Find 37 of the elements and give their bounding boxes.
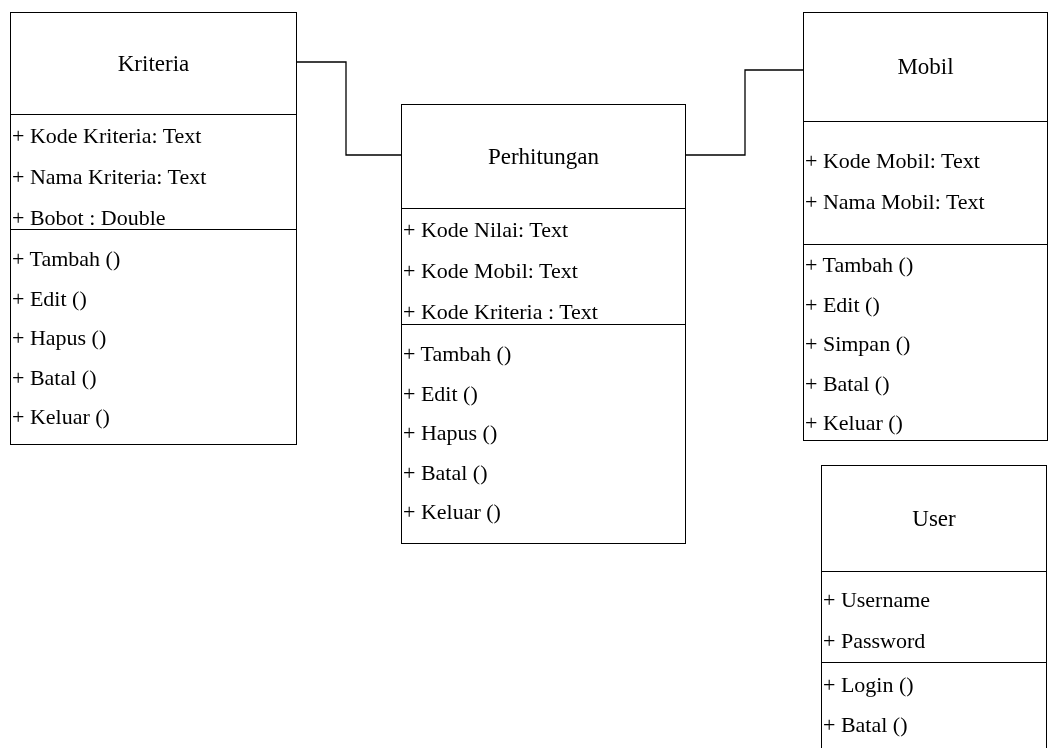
method-text: + Keluar () [804, 409, 904, 437]
attribute-text: + Kode Kriteria : Text [402, 298, 599, 326]
connector-line [296, 61, 402, 156]
method-text: + Batal () [822, 710, 909, 739]
attribute-text: + Nama Mobil: Text [804, 188, 986, 216]
method-text: + Edit () [804, 290, 881, 319]
class-name: Mobil [897, 54, 954, 80]
class-name: Kriteria [117, 50, 190, 77]
method-text: + Tambah () [11, 245, 122, 273]
method-text: + Tambah () [804, 251, 915, 279]
attribute-text: + Password [822, 627, 927, 655]
method-text: + Edit () [11, 284, 88, 313]
method-text: + Simpan () [804, 330, 912, 358]
class-name: User [912, 505, 956, 532]
attribute-text: + Bobot : Double [11, 204, 167, 232]
method-text: + Batal () [804, 369, 891, 398]
attribute-text: + Username [822, 586, 932, 614]
class-box [10, 12, 297, 445]
attribute-text: + Kode Mobil: Text [402, 257, 579, 285]
class-box [821, 465, 1047, 748]
method-text: + Login () [822, 671, 915, 699]
method-text: + Batal () [402, 458, 489, 487]
method-text: + Tambah () [402, 340, 513, 368]
attribute-text: + Nama Kriteria: Text [11, 163, 208, 191]
method-text: + Hapus () [11, 324, 108, 352]
attribute-text: + Kode Kriteria: Text [11, 122, 203, 150]
method-text: + Keluar () [402, 498, 502, 526]
class-name: Perhitungan [487, 143, 600, 170]
class-box [401, 104, 686, 544]
connector-line [685, 69, 804, 156]
method-text: + Edit () [402, 379, 479, 408]
method-text: + Batal () [11, 363, 98, 392]
attribute-text: + Kode Nilai: Text [402, 216, 570, 244]
attribute-text: + Kode Mobil: Text [804, 147, 981, 175]
method-text: + Keluar () [11, 403, 111, 431]
class-box [803, 12, 1048, 441]
method-text: + Hapus () [402, 419, 499, 447]
